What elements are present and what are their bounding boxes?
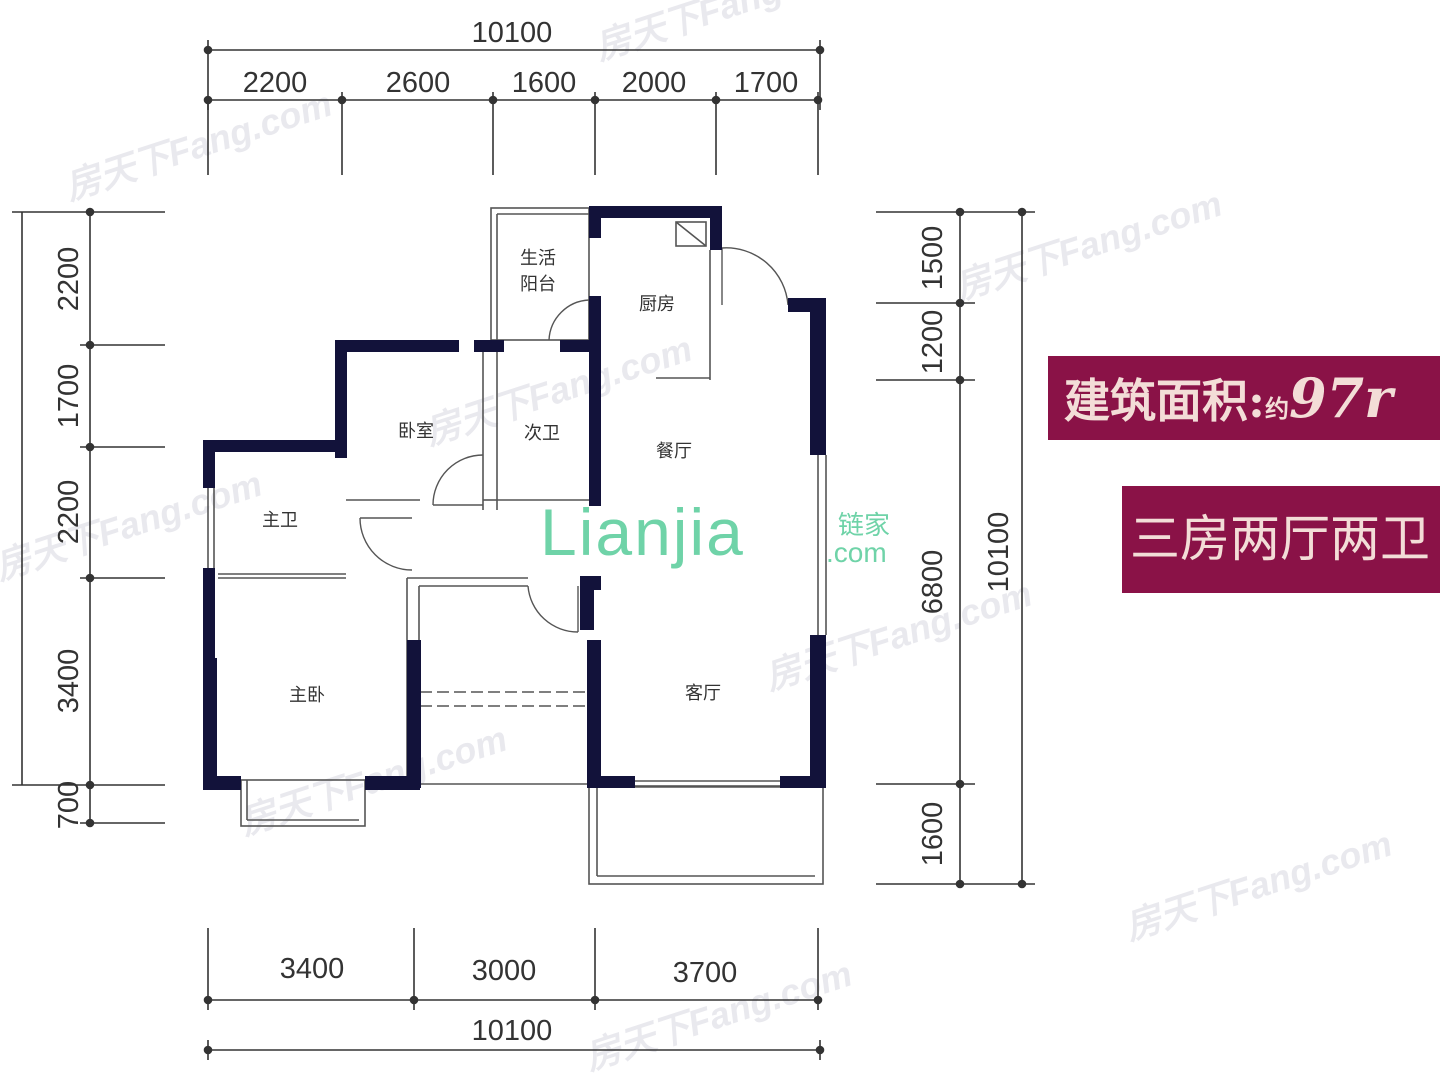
- thick-walls: [203, 206, 826, 790]
- watermark: 房天下Fang.com: [0, 463, 267, 588]
- room-labels: 生活 阳台 厨房 卧室 次卫 餐厅 主卫 主卧 客厅: [262, 248, 721, 706]
- dim-top-segment: 1700: [734, 67, 799, 99]
- dim-bottom-total: 10100: [472, 1015, 553, 1047]
- area-value: 97r: [1288, 366, 1393, 430]
- dim-bottom-segment: 3400: [280, 953, 345, 985]
- logo-chinese: 链家: [838, 511, 891, 541]
- dim-top-segment: 2600: [386, 67, 451, 99]
- lianjia-logo: Lianjia 链家 .com: [540, 497, 910, 573]
- dim-top-segment: 2200: [243, 67, 308, 99]
- dimension-labels: 10100 2200 2600 1600 2000 1700 2200 1700…: [53, 17, 1015, 1047]
- room-label-dining: 餐厅: [656, 441, 692, 462]
- dim-top-total: 10100: [472, 17, 553, 49]
- watermark: 房天下Fang.com: [59, 83, 337, 208]
- room-label-master-bedroom: 主卧: [289, 685, 325, 706]
- watermark: 房天下Fang.com: [949, 183, 1227, 308]
- dim-bottom-segment: 3000: [472, 955, 537, 987]
- dim-top-segment: 2000: [622, 67, 687, 99]
- room-label-kitchen: 厨房: [639, 294, 675, 315]
- area-banner: 建筑面积:约97r: [1048, 356, 1440, 440]
- logo-wordmark: Lianjia: [540, 495, 745, 569]
- area-prefix: 约: [1264, 394, 1289, 423]
- dim-right-total: 10100: [983, 512, 1015, 593]
- dim-left-segment: 2200: [53, 480, 85, 545]
- room-label-utility-balcony: 阳台: [520, 274, 556, 295]
- dim-right-segment: 1600: [917, 802, 949, 867]
- dimension-lines: [12, 40, 1035, 1060]
- layout-banner: 三房两厅两卫: [1122, 486, 1440, 593]
- dim-right-segment: 6800: [917, 550, 949, 615]
- room-label-second-bath: 次卫: [524, 423, 560, 444]
- room-label-utility-balcony: 生活: [520, 248, 556, 269]
- doors: [359, 247, 789, 633]
- dim-left-segment: 3400: [53, 649, 85, 714]
- dim-right-segment: 1500: [917, 226, 949, 291]
- dim-left-segment: 700: [53, 781, 85, 829]
- room-label-bedroom: 卧室: [398, 421, 434, 442]
- watermark: 房天下Fang.com: [1119, 823, 1397, 948]
- dim-left-segment: 2200: [53, 247, 85, 312]
- dim-left-segment: 1700: [53, 364, 85, 429]
- watermark: 房天下Fang.com: [589, 0, 867, 68]
- area-label: 建筑面积:: [1064, 374, 1265, 428]
- logo-domain: .com: [826, 537, 887, 568]
- layout-text: 三房两厅两卫: [1130, 510, 1430, 568]
- dim-right-segment: 1200: [917, 310, 949, 375]
- dim-bottom-segment: 3700: [673, 957, 738, 989]
- dim-top-segment: 1600: [512, 67, 577, 99]
- room-label-living: 客厅: [685, 683, 721, 704]
- room-label-master-bath: 主卫: [262, 510, 298, 531]
